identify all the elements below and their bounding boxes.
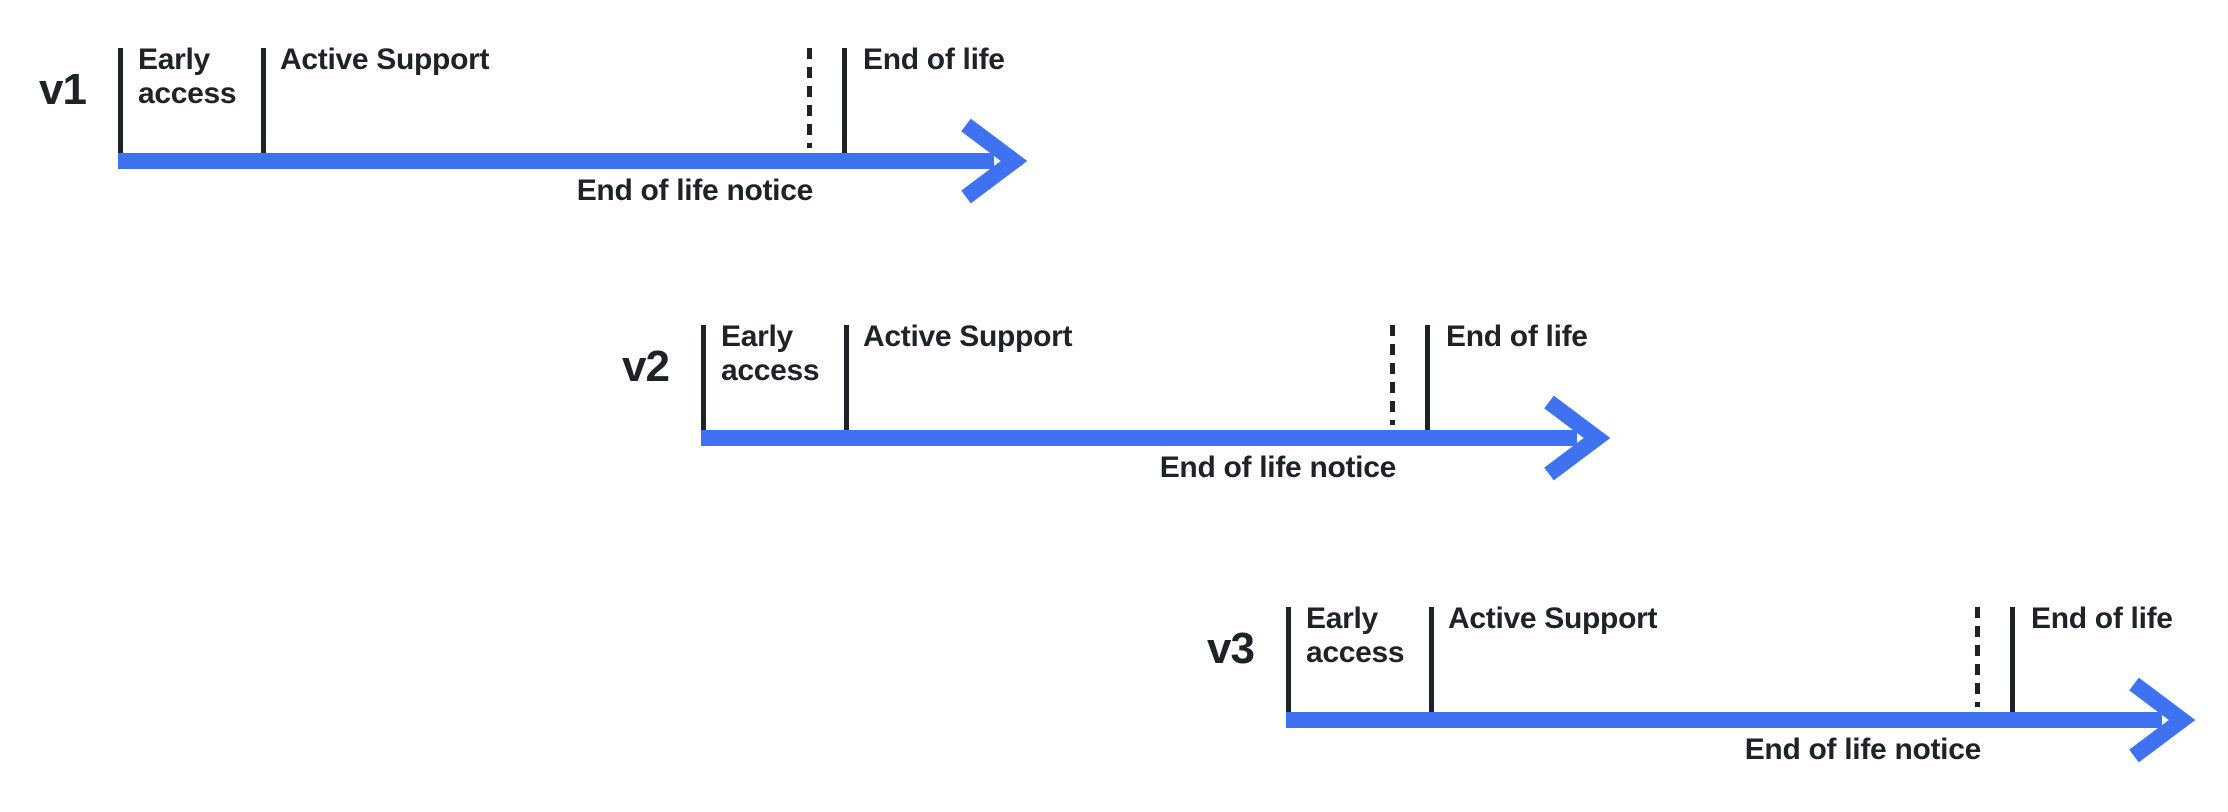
end-of-life-label: End of life: [2031, 602, 2173, 635]
version-label: v3: [1207, 624, 1255, 673]
early-access-label: Early access: [721, 320, 820, 387]
eol-notice-label: End of life notice: [1744, 733, 1982, 766]
timeline-arrow-icon: [118, 118, 1028, 204]
timeline-arrow-icon: [701, 395, 1611, 481]
active-support-start-tick: [261, 48, 266, 153]
timeline-v1: v1 Early access Active Support End of li…: [39, 43, 1028, 218]
early-access-start-tick: [701, 325, 706, 430]
early-access-start-tick: [1286, 607, 1291, 712]
active-support-start-tick: [844, 325, 849, 430]
active-support-label: Active Support: [1448, 602, 1658, 635]
eol-notice-label: End of life notice: [1159, 451, 1397, 484]
active-support-label: Active Support: [863, 320, 1073, 353]
eol-notice-dashed-line: [1975, 607, 1980, 707]
active-support-label: Active Support: [280, 43, 490, 76]
end-of-life-tick: [2010, 607, 2015, 712]
early-access-label: Early access: [1306, 602, 1405, 669]
end-of-life-tick: [842, 48, 847, 153]
end-of-life-label: End of life: [1446, 320, 1588, 353]
early-access-start-tick: [118, 48, 123, 153]
eol-notice-label: End of life notice: [576, 174, 814, 207]
end-of-life-tick: [1425, 325, 1430, 430]
eol-notice-dashed-line: [807, 48, 812, 148]
version-label: v2: [622, 342, 670, 391]
timeline-v3: v3 Early access Active Support End of li…: [1207, 602, 2196, 777]
timeline-v2: v2 Early access Active Support End of li…: [622, 320, 1611, 495]
early-access-label: Early access: [138, 43, 237, 110]
eol-notice-dashed-line: [1390, 325, 1395, 425]
end-of-life-label: End of life: [863, 43, 1005, 76]
timeline-arrow-icon: [1286, 677, 2196, 763]
active-support-start-tick: [1429, 607, 1434, 712]
version-label: v1: [39, 65, 87, 114]
